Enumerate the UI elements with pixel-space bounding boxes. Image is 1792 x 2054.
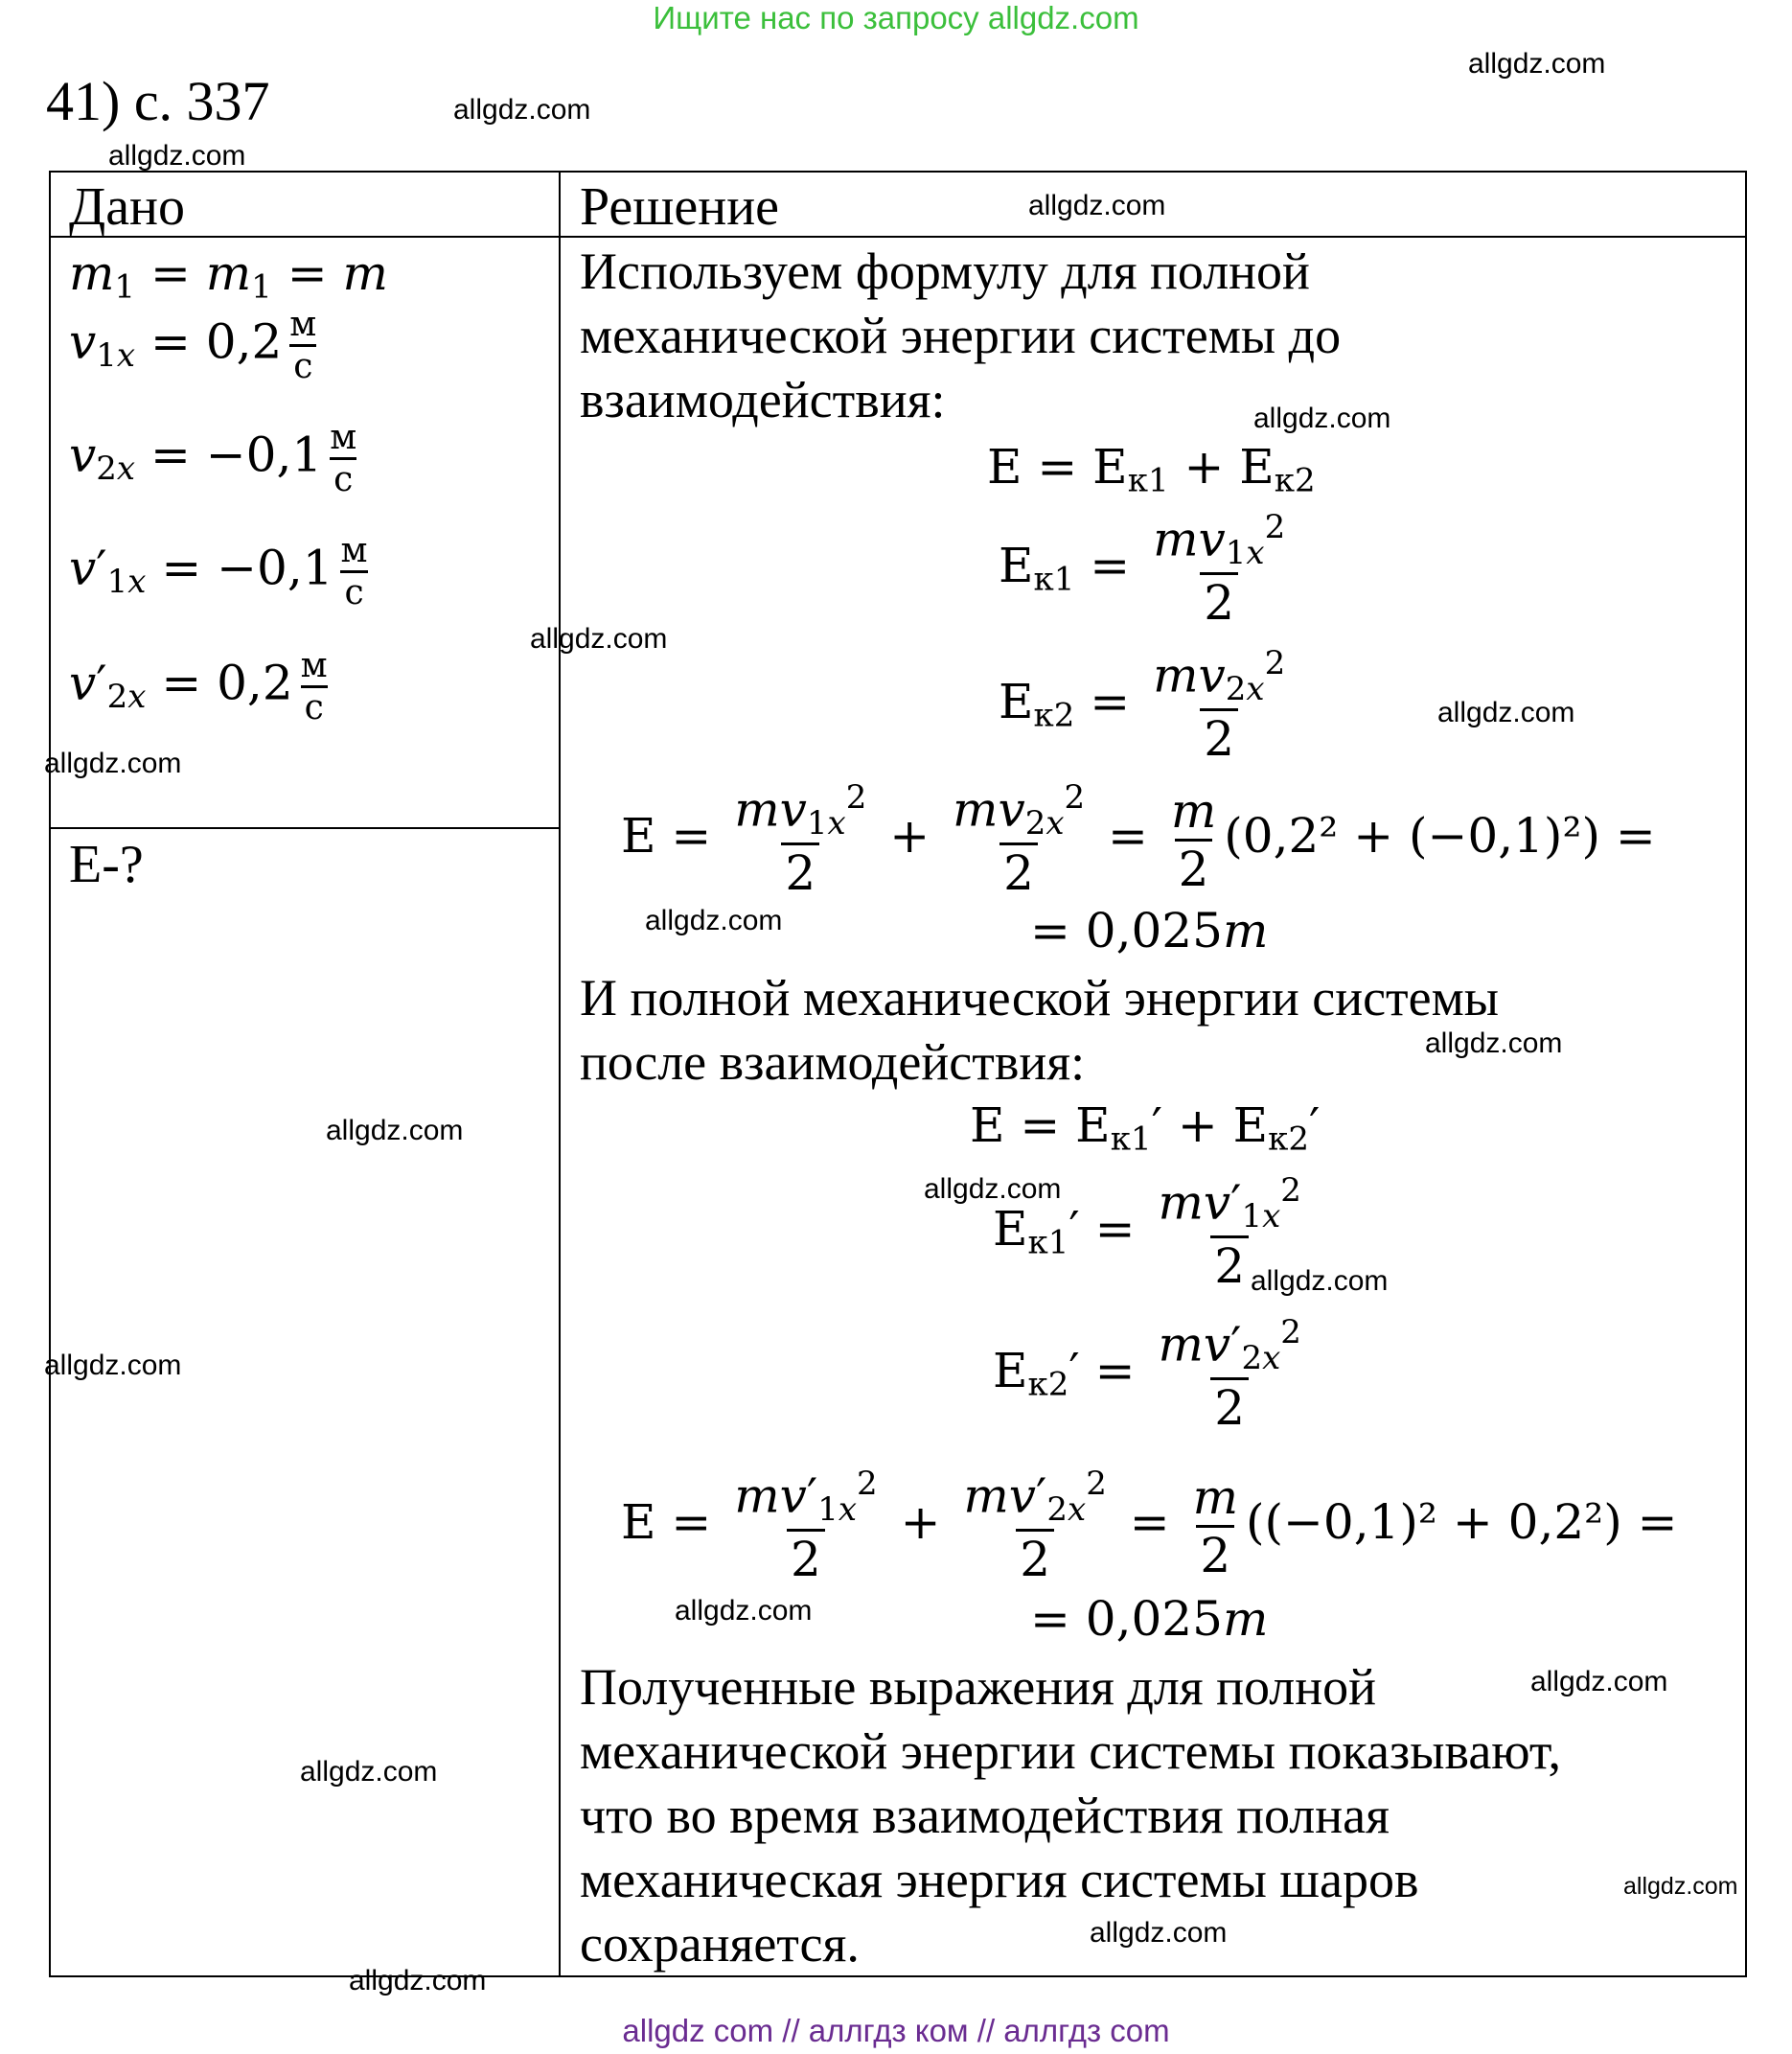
- solution-text-line: взаимодействия:: [580, 371, 946, 428]
- watermark: allgdz.com: [300, 1756, 438, 1788]
- watermark: allgdz.com: [1437, 697, 1575, 728]
- watermark: allgdz.com: [1090, 1917, 1228, 1949]
- given-mass: m1 = m1 = m: [69, 245, 388, 307]
- solution-text-line: механическая энергия системы шаров: [580, 1851, 1419, 1908]
- table-divider-vertical: [559, 171, 561, 1977]
- given-header: Дано: [69, 177, 186, 237]
- watermark: allgdz.com: [1251, 1265, 1389, 1297]
- watermark: allgdz.com: [675, 1595, 813, 1627]
- page-title: 41) с. 337: [46, 70, 270, 132]
- watermark: allgdz.com: [1425, 1027, 1563, 1059]
- solution-text-line: что во время взаимодействия полная: [580, 1787, 1390, 1844]
- solution-text-line: механической энергии системы до: [580, 307, 1342, 364]
- watermark: allgdz.com: [326, 1115, 464, 1146]
- solution-header: Решение: [580, 177, 780, 237]
- watermark: allgdz.com: [108, 140, 246, 172]
- formula-total-energy: E = Eк1 + Eк2: [987, 439, 1316, 500]
- watermark: allgdz.com: [1468, 48, 1606, 80]
- table-divider-given: [49, 827, 561, 829]
- top-banner[interactable]: Ищите нас по запросу allgdz.com: [653, 0, 1139, 35]
- watermark: allgdz.com: [645, 905, 783, 936]
- watermark: allgdz.com: [1028, 190, 1166, 221]
- solution-table: [49, 171, 1747, 1977]
- watermark: allgdz.com: [349, 1965, 487, 1996]
- watermark: allgdz.com: [453, 94, 591, 126]
- solution-text-line: после взаимодействия:: [580, 1033, 1086, 1091]
- watermark: allgdz.com: [44, 748, 182, 779]
- watermark: allgdz.com: [1530, 1666, 1668, 1697]
- solution-text-line: механической энергии системы показывают,: [580, 1722, 1561, 1780]
- watermark: allgdz.com: [530, 623, 668, 655]
- solution-text-line: сохраняется.: [580, 1915, 860, 1973]
- result-after: = 0,025m: [1030, 1591, 1269, 1647]
- solution-text-line: И полной механической энергии системы: [580, 969, 1500, 1027]
- solution-text-line: Полученные выражения для полной: [580, 1658, 1377, 1716]
- watermark: allgdz.com: [44, 1350, 182, 1381]
- watermark: allgdz.com: [1623, 1873, 1738, 1900]
- bottom-banner[interactable]: allgdz com // аллгдз ком // аллгдз com: [622, 2013, 1170, 2048]
- result-before: = 0,025m: [1030, 903, 1269, 958]
- watermark: allgdz.com: [1253, 403, 1391, 434]
- solution-text-line: Используем формулу для полной: [580, 242, 1310, 300]
- find-label: E-?: [69, 835, 144, 894]
- formula-total-energy-after: E = Eк1′ + Eк2′: [970, 1097, 1321, 1159]
- table-divider-header: [49, 236, 1747, 238]
- watermark: allgdz.com: [924, 1173, 1062, 1205]
